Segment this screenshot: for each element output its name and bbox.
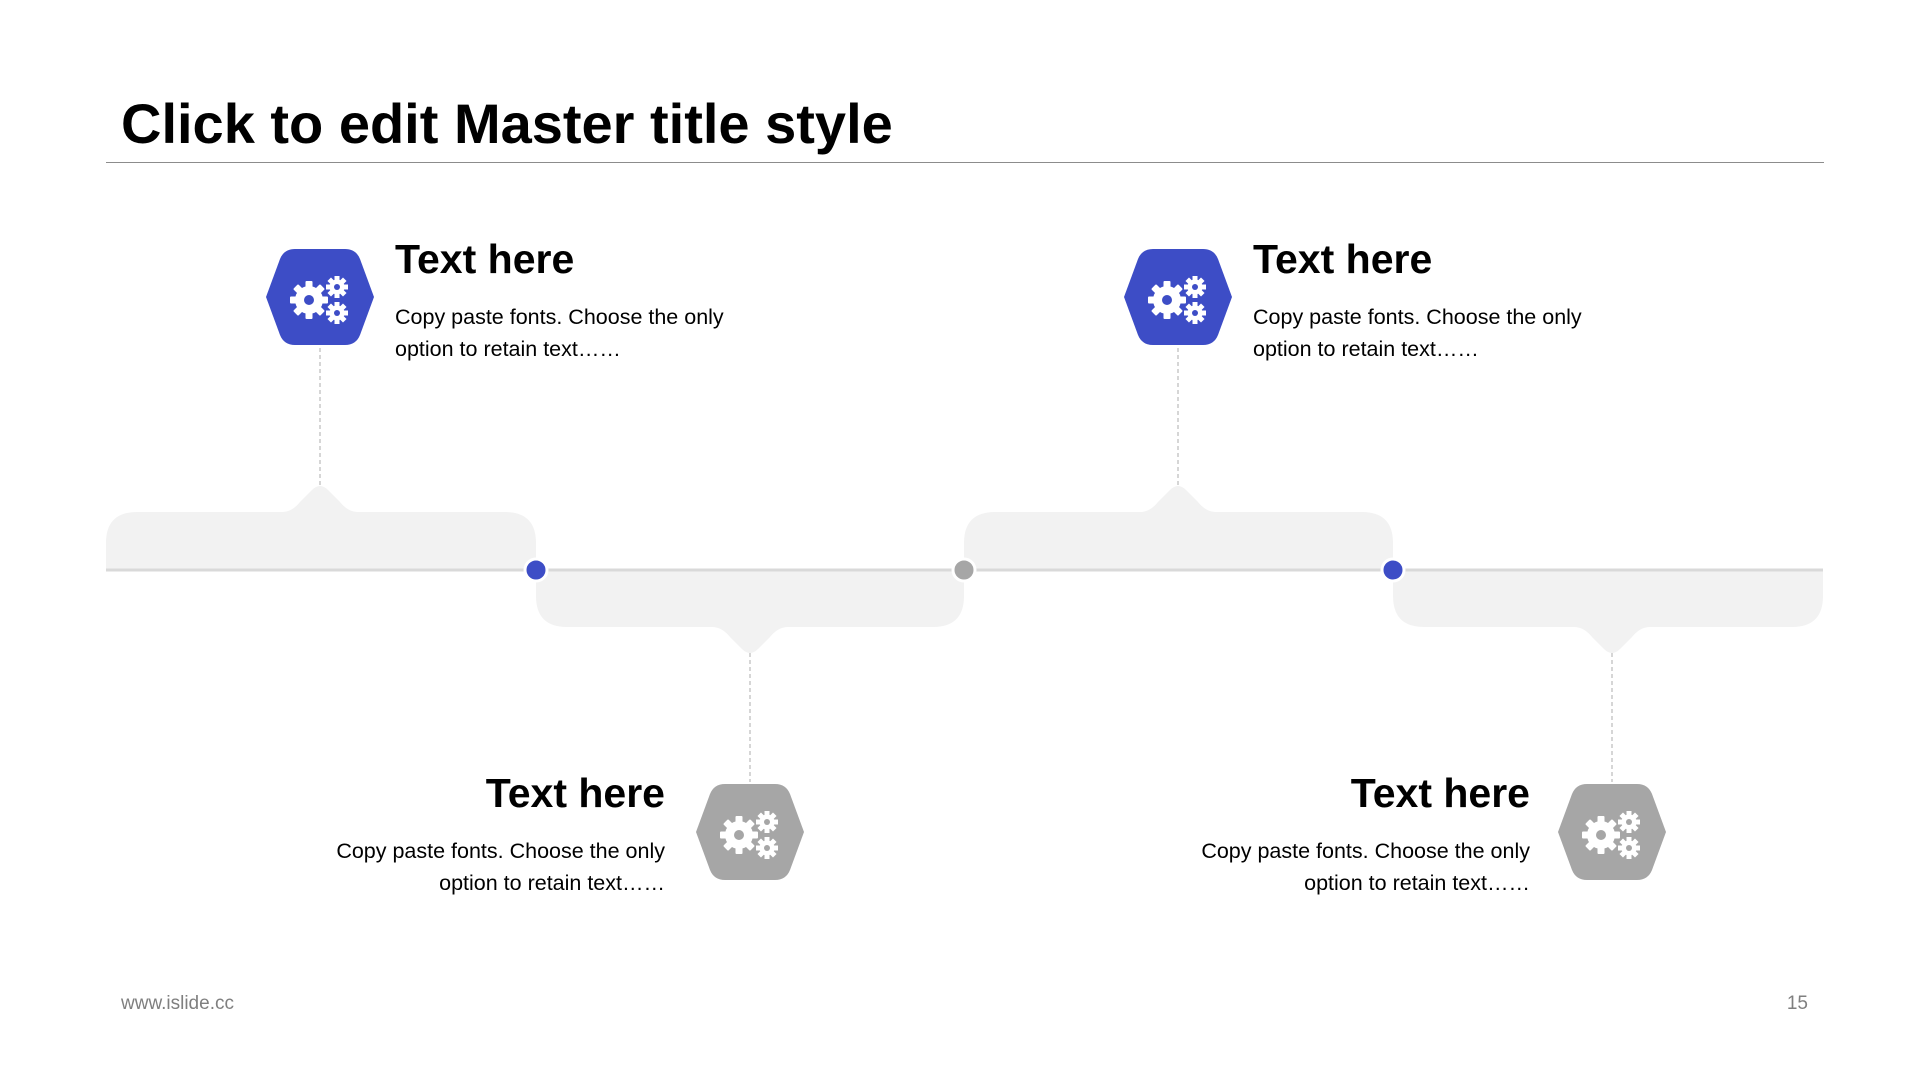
milestone-icon-3 [1124, 249, 1232, 345]
footer-url: www.islide.cc [121, 993, 234, 1014]
milestone-icon-4 [1558, 784, 1666, 880]
title-divider [106, 162, 1824, 163]
slide-title[interactable]: Click to edit Master title style [121, 92, 893, 155]
page-number: 15 [1786, 993, 1808, 1014]
milestone-description[interactable]: Copy paste fonts. Choose the only option… [395, 305, 724, 362]
milestone-text-1[interactable]: Text here Copy paste fonts. Choose the o… [395, 236, 795, 365]
timeline-bracket-upper-1 [106, 486, 536, 571]
timeline-bracket-lower-1 [536, 569, 964, 653]
timeline-dot-2 [951, 557, 977, 583]
milestone-heading[interactable]: Text here [1253, 236, 1433, 282]
milestone-text-4[interactable]: Text here Copy paste fonts. Choose the o… [1130, 770, 1530, 899]
timeline-bracket-lower-2 [1393, 569, 1823, 653]
gears-icon [290, 276, 348, 324]
milestone-text-3[interactable]: Text here Copy paste fonts. Choose the o… [1253, 236, 1653, 365]
milestone-text-2[interactable]: Text here Copy paste fonts. Choose the o… [265, 770, 665, 899]
milestone-description[interactable]: Copy paste fonts. Choose the only option… [336, 839, 665, 896]
timeline-bracket-upper-2 [964, 486, 1393, 571]
milestone-heading[interactable]: Text here [395, 236, 575, 282]
gears-icon [1148, 276, 1206, 324]
timeline-dot-1 [523, 557, 549, 583]
milestone-heading[interactable]: Text here [1350, 770, 1530, 816]
milestone-icon-2 [696, 784, 804, 880]
timeline-dot-3 [1380, 557, 1406, 583]
milestone-icon-1 [266, 249, 374, 345]
milestone-description[interactable]: Copy paste fonts. Choose the only option… [1201, 839, 1530, 896]
milestone-description[interactable]: Copy paste fonts. Choose the only option… [1253, 305, 1582, 362]
milestone-heading[interactable]: Text here [485, 770, 665, 816]
